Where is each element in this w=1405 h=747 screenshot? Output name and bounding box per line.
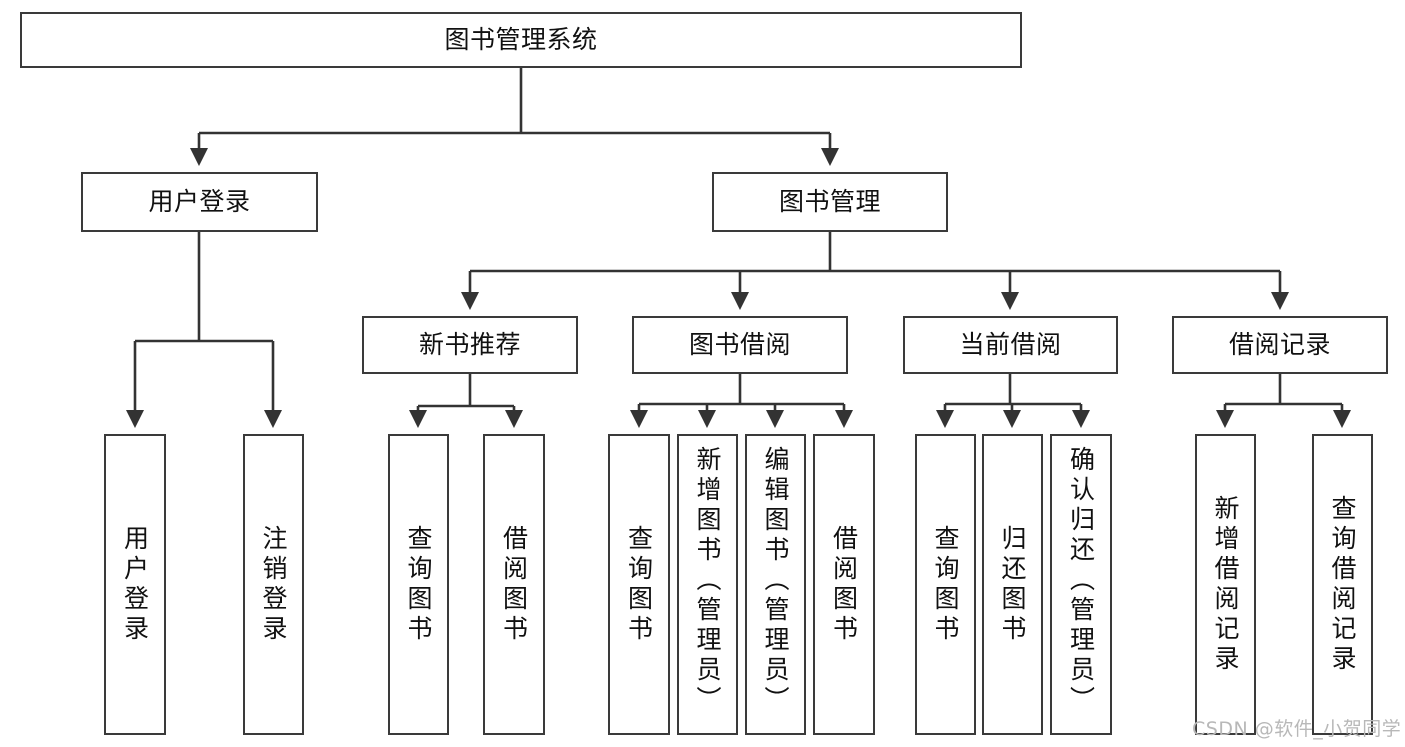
node-leaf-query-book-3-label: 查询图书: [931, 524, 960, 645]
node-user-login[interactable]: 用户登录: [81, 172, 318, 232]
node-book-borrow-label: 图书借阅: [688, 330, 791, 360]
node-leaf-logout[interactable]: 注销登录: [243, 434, 304, 735]
node-leaf-confirm-return[interactable]: 确认归还（管理员）: [1050, 434, 1112, 735]
node-leaf-borrow-book-1[interactable]: 借阅图书: [483, 434, 545, 735]
node-new-book-rec-label: 新书推荐: [418, 330, 521, 360]
node-leaf-add-book-label: 新增图书（管理员）: [693, 446, 722, 716]
node-current-borrow[interactable]: 当前借阅: [903, 316, 1118, 374]
node-leaf-borrow-book-2[interactable]: 借阅图书: [813, 434, 875, 735]
node-borrow-record[interactable]: 借阅记录: [1172, 316, 1388, 374]
node-leaf-user-login[interactable]: 用户登录: [104, 434, 166, 735]
node-leaf-add-book[interactable]: 新增图书（管理员）: [677, 434, 738, 735]
node-root-label: 图书管理系统: [444, 25, 598, 55]
node-leaf-edit-book-label: 编辑图书（管理员）: [761, 446, 790, 716]
node-leaf-query-record[interactable]: 查询借阅记录: [1312, 434, 1373, 735]
node-leaf-logout-label: 注销登录: [259, 524, 288, 645]
node-leaf-query-book-2-label: 查询图书: [624, 524, 654, 645]
node-leaf-edit-book[interactable]: 编辑图书（管理员）: [745, 434, 806, 735]
node-leaf-query-book-3[interactable]: 查询图书: [915, 434, 976, 735]
node-leaf-return-book[interactable]: 归还图书: [982, 434, 1043, 735]
node-leaf-borrow-book-2-label: 借阅图书: [829, 524, 859, 645]
node-leaf-add-record[interactable]: 新增借阅记录: [1195, 434, 1256, 735]
node-book-manage-label: 图书管理: [778, 187, 881, 217]
node-book-manage[interactable]: 图书管理: [712, 172, 948, 232]
node-user-login-label: 用户登录: [148, 187, 251, 217]
node-leaf-query-book-1-label: 查询图书: [404, 524, 433, 645]
node-leaf-user-login-label: 用户登录: [120, 524, 150, 645]
node-root[interactable]: 图书管理系统: [20, 12, 1022, 68]
node-current-borrow-label: 当前借阅: [959, 330, 1062, 360]
node-leaf-add-record-label: 新增借阅记录: [1211, 494, 1240, 675]
node-leaf-query-book-2[interactable]: 查询图书: [608, 434, 670, 735]
node-leaf-query-record-label: 查询借阅记录: [1328, 494, 1357, 675]
node-new-book-rec[interactable]: 新书推荐: [362, 316, 578, 374]
node-leaf-borrow-book-1-label: 借阅图书: [499, 524, 529, 645]
node-leaf-query-book-1[interactable]: 查询图书: [388, 434, 449, 735]
node-leaf-return-book-label: 归还图书: [998, 524, 1027, 645]
node-book-borrow[interactable]: 图书借阅: [632, 316, 848, 374]
node-leaf-confirm-return-label: 确认归还（管理员）: [1066, 446, 1096, 716]
csdn-watermark: CSDN @软件_小贺同学: [1192, 718, 1402, 740]
node-borrow-record-label: 借阅记录: [1228, 330, 1331, 360]
